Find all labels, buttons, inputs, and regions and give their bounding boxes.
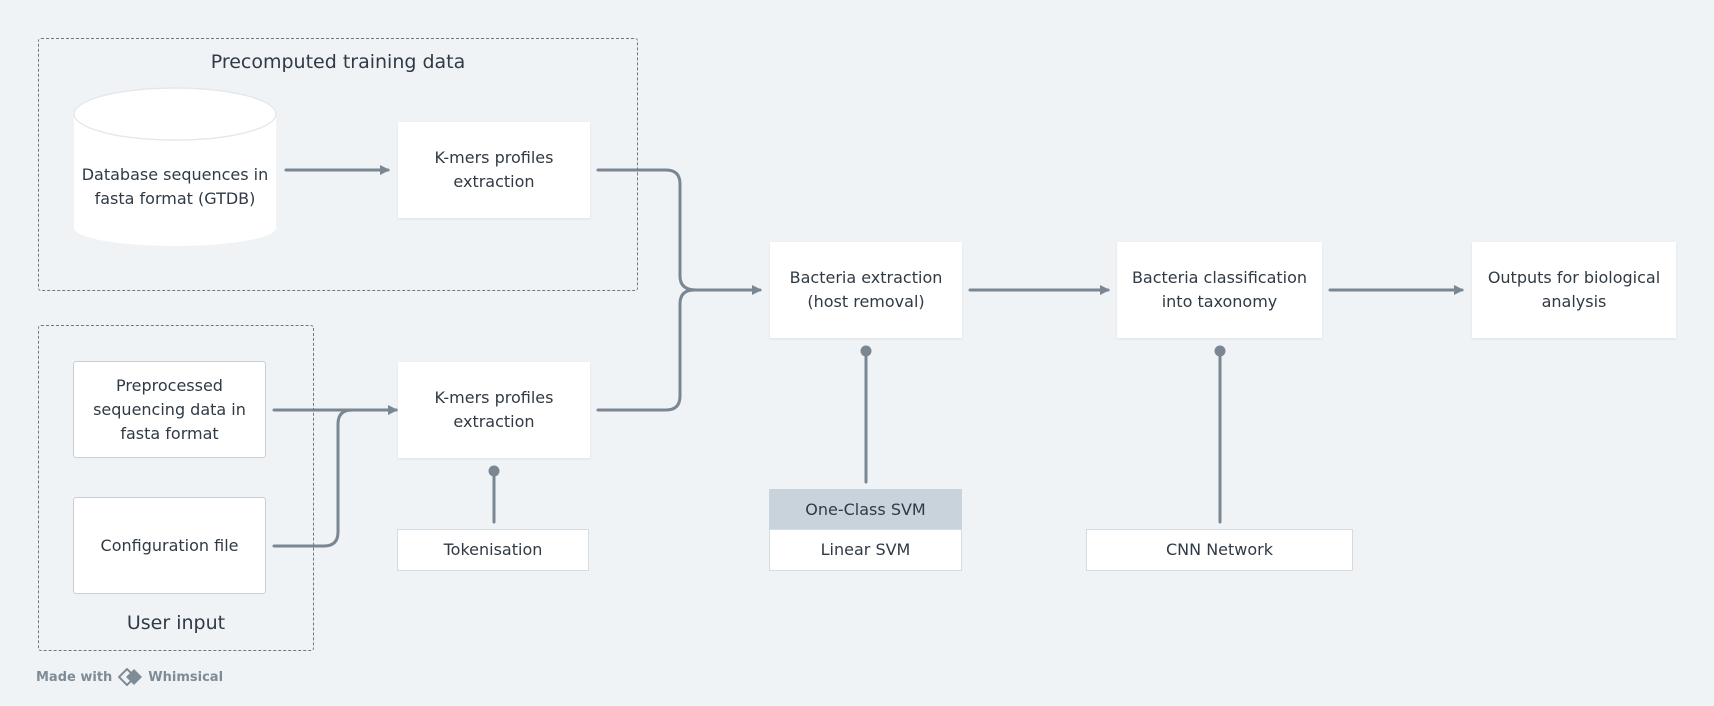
bacteria-classification-node[interactable]: Bacteria classification into taxonomy	[1117, 242, 1322, 338]
connector-dot-cnn	[1214, 345, 1226, 357]
training-data-group	[38, 38, 638, 291]
training-data-title: Precomputed training data	[210, 51, 466, 73]
kmers-extraction-top[interactable]: K-mers profiles extraction	[398, 122, 590, 218]
cnn-network-node[interactable]: CNN Network	[1086, 529, 1353, 571]
kmers-extraction-bottom[interactable]: K-mers profiles extraction	[398, 362, 590, 458]
database-cylinder-label: Database sequences in fasta format (GTDB…	[81, 165, 269, 208]
connector-config-to-kmers	[272, 408, 398, 548]
tokenisation-node[interactable]: Tokenisation	[397, 529, 589, 571]
watermark-made-with: Made with	[36, 669, 113, 685]
whimsical-logo-icon	[118, 668, 143, 686]
user-input-title: User input	[126, 612, 226, 634]
made-with-whimsical-watermark[interactable]: Made with Whimsical	[36, 668, 223, 686]
configuration-file-node[interactable]: Configuration file	[73, 497, 266, 594]
bacteria-extraction-node[interactable]: Bacteria extraction (host removal)	[770, 242, 962, 338]
preprocessed-data-node[interactable]: Preprocessed sequencing data in fasta fo…	[73, 361, 266, 458]
connector-dot-tokenisation	[488, 465, 500, 477]
one-class-svm-node[interactable]: One-Class SVM	[769, 489, 962, 531]
user-input-group	[38, 325, 314, 651]
linear-svm-node[interactable]: Linear SVM	[769, 529, 962, 571]
database-cylinder-shape	[73, 87, 277, 246]
outputs-node[interactable]: Outputs for biological analysis	[1472, 242, 1676, 338]
watermark-brand: Whimsical	[148, 669, 224, 685]
connector-kmers-bottom-to-extraction	[596, 288, 696, 412]
connector-dot-svm	[860, 345, 872, 357]
